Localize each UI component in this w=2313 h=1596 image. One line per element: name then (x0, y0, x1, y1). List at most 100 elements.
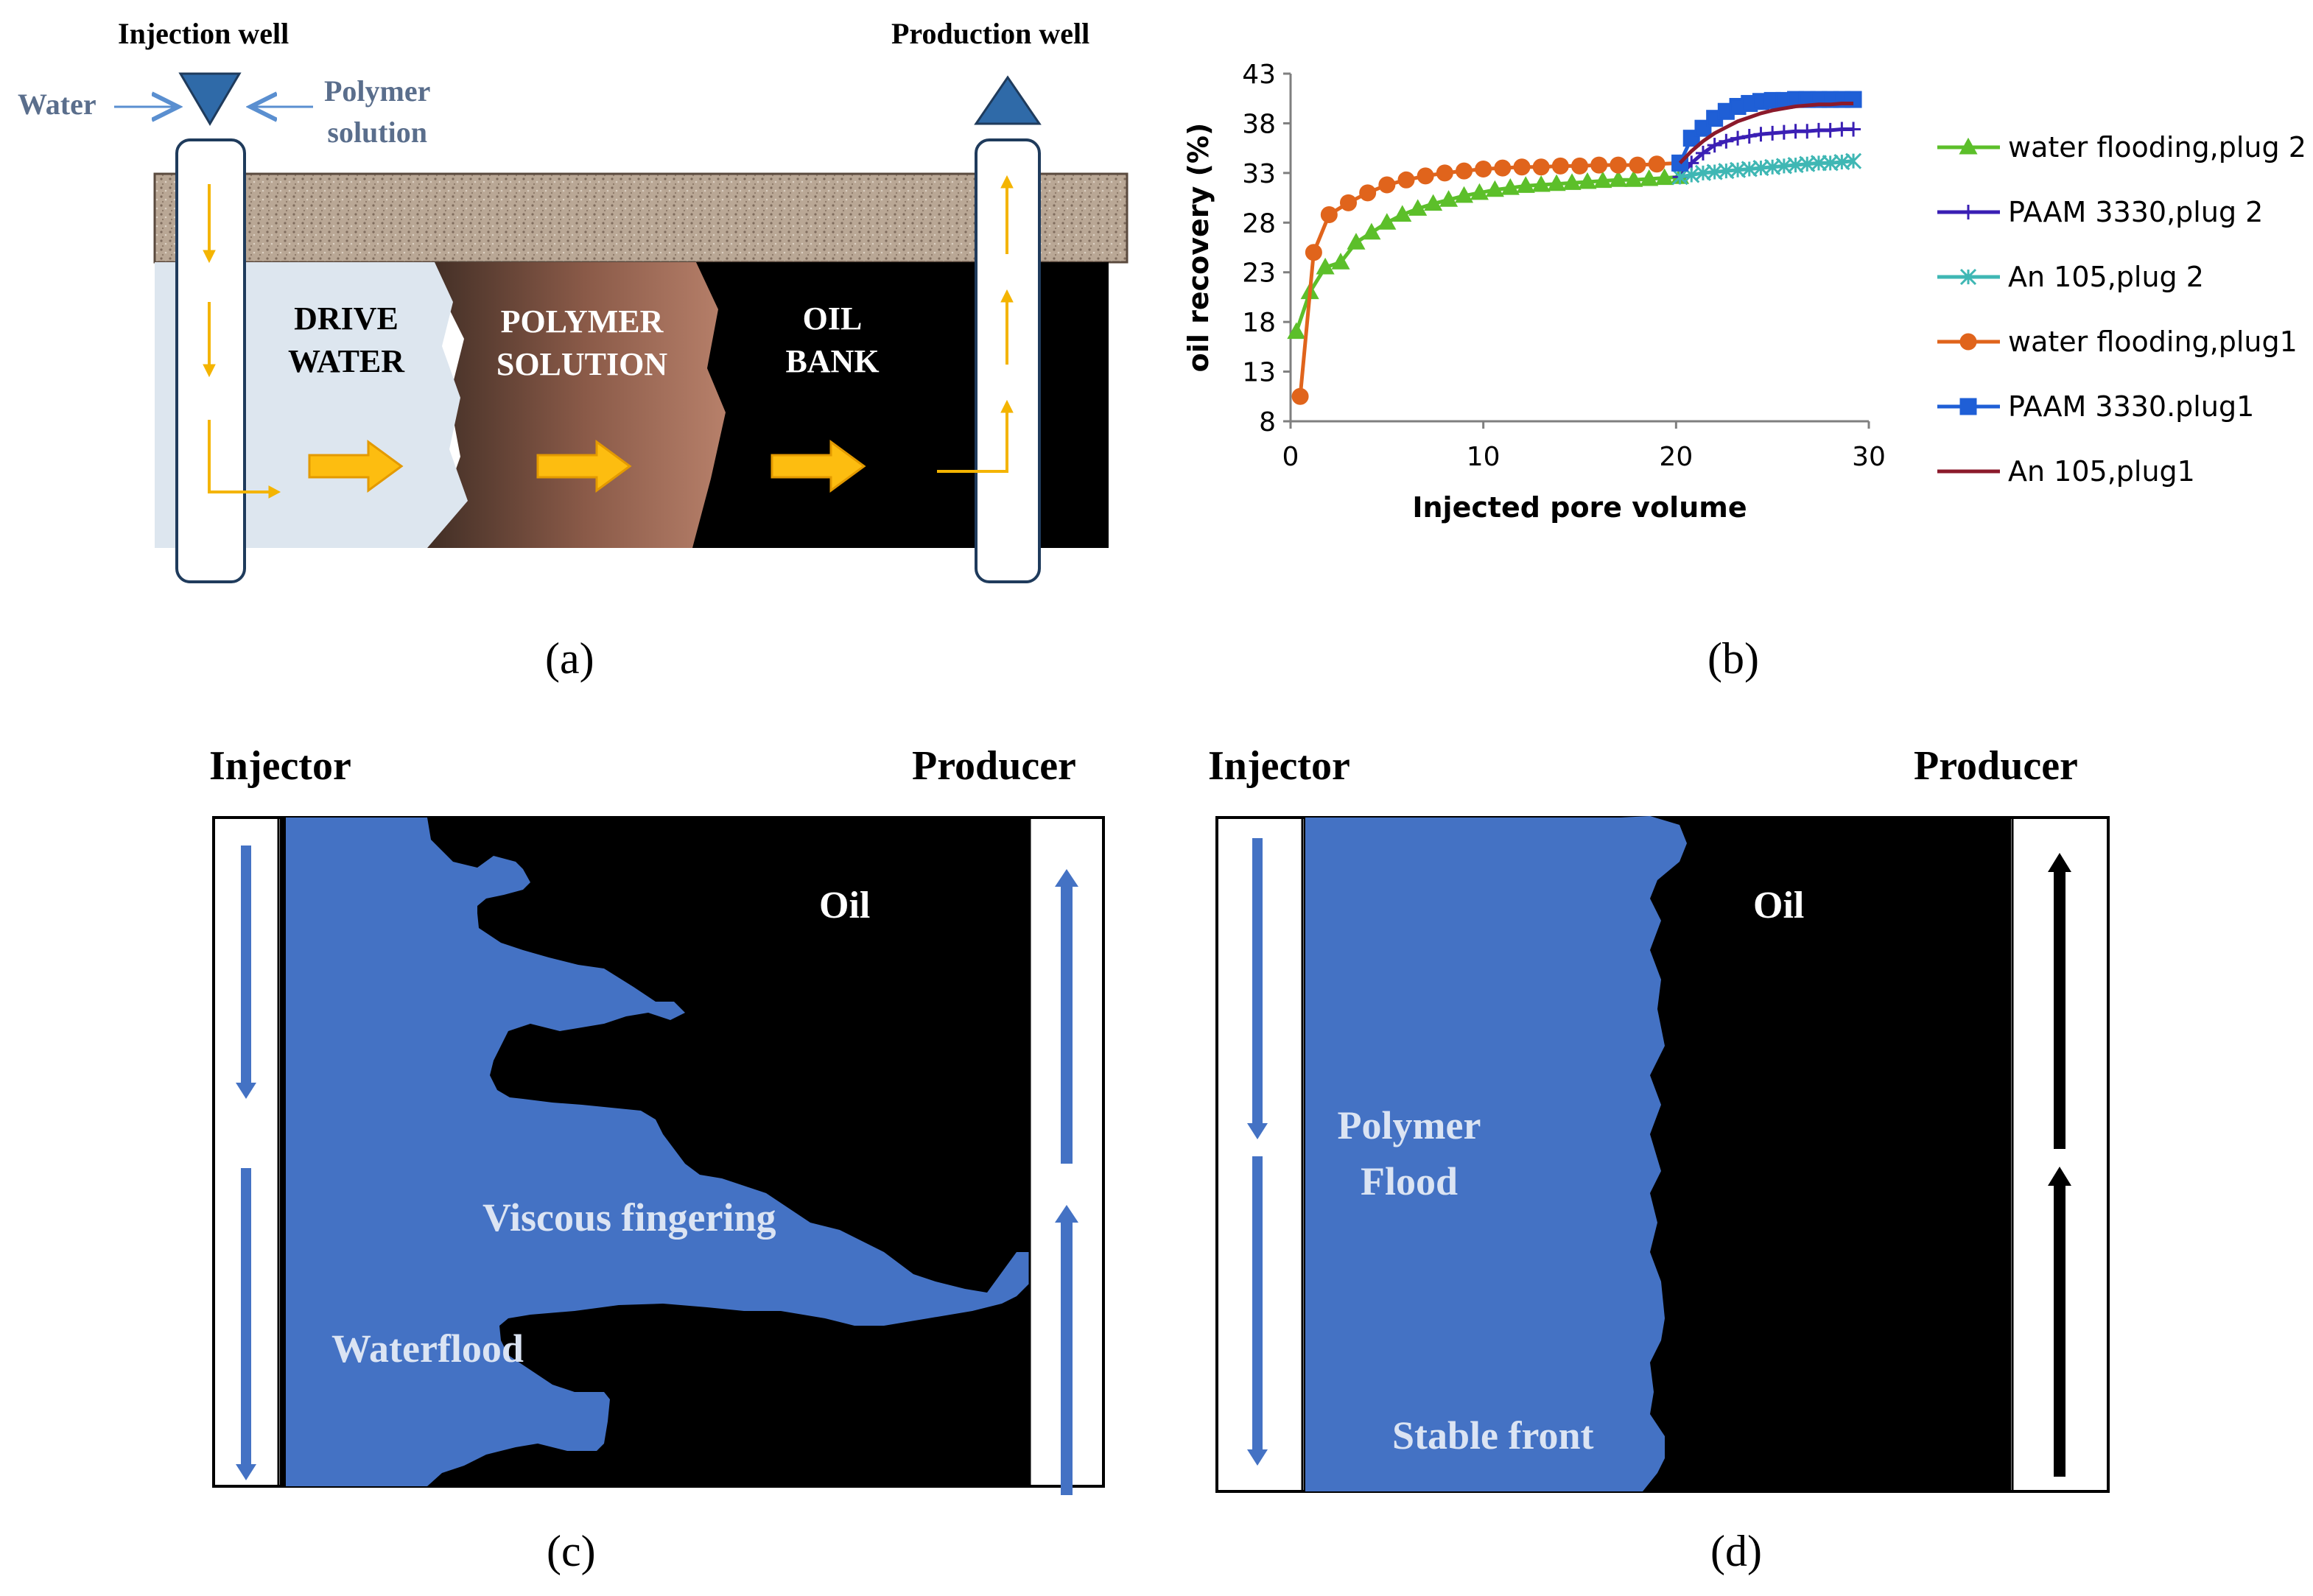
y-tick-label: 23 (1242, 259, 1276, 289)
y-tick-label: 33 (1242, 159, 1276, 189)
series-4-line (1298, 161, 1680, 397)
legend-label: An 105,plug 2 (2008, 261, 2204, 293)
y-tick-label: 43 (1242, 60, 1276, 90)
series-1-point (1562, 173, 1582, 190)
injector-down-arrows-d (1247, 838, 1268, 1466)
series-2-point (1741, 128, 1757, 144)
series-6-line (1678, 101, 1854, 165)
series-1-point (1439, 190, 1459, 207)
series-3-line (1680, 159, 1854, 179)
series-1-point (1316, 257, 1335, 275)
polymer-flood-label: Polymer Flood (1337, 1103, 1481, 1203)
polymer-flood-front (1305, 816, 1687, 1491)
legend-label: An 105,plug1 (2008, 455, 2195, 488)
chart-series-group (1287, 91, 1862, 405)
series-2-point (1707, 138, 1722, 153)
series-1-point (1393, 205, 1412, 222)
series-1-point (1501, 177, 1520, 195)
caption-d: (d) (1710, 1527, 1762, 1575)
polymer-zone (413, 262, 726, 548)
series-4-point (1590, 156, 1608, 174)
series-1-point (1578, 172, 1597, 189)
series-4-point (1417, 167, 1434, 185)
series-4-point (1456, 162, 1473, 180)
legend-item: PAAM 3330,plug 2 (1934, 190, 2263, 234)
oil-label-c: Oil (819, 885, 871, 927)
x-tick-label: 30 (1852, 442, 1886, 472)
y-tick-label: 8 (1259, 407, 1276, 437)
x-tick-label: 0 (1282, 442, 1299, 472)
x-tick-label: 20 (1659, 442, 1693, 472)
legend-marker (1959, 137, 1978, 155)
series-3-point (1810, 155, 1828, 172)
caption-a: (a) (545, 634, 594, 683)
flow-direction-arrows (308, 440, 866, 493)
injection-well-label: Injection well (118, 17, 289, 50)
legend-swatch (1937, 398, 2000, 415)
production-well-label: Production well (891, 17, 1090, 50)
series-4-point (1359, 184, 1377, 202)
series-4-point (1494, 159, 1512, 177)
y-tick-label: 13 (1242, 358, 1276, 388)
series-2-point (1730, 130, 1746, 146)
legend-swatch (1937, 137, 2000, 155)
series-4-point (1397, 171, 1415, 189)
legend-swatch (1937, 268, 2000, 286)
legend-item: water flooding,plug 2 (1934, 125, 2306, 169)
series-1-point (1377, 213, 1397, 230)
legend-label: water flooding,plug1 (2008, 326, 2298, 358)
series-1-point (1331, 253, 1350, 270)
legend-label: PAAM 3330.plug1 (2008, 390, 2255, 423)
polymer-solution-zone-label: POLYMER SOLUTION (496, 303, 668, 382)
legend-swatch (1937, 469, 2000, 474)
injector-label-c: Injector (209, 743, 351, 789)
viscous-finger-water (286, 818, 1031, 1486)
injection-well-triangle (178, 72, 242, 126)
series-4-point (1571, 157, 1588, 175)
waterflood-label: Waterflood (331, 1326, 524, 1371)
series-2-point (1846, 122, 1861, 137)
series-1-point (1640, 169, 1659, 186)
y-tick-label: 18 (1242, 308, 1276, 338)
caption-b: (b) (1707, 634, 1759, 683)
cap-rock (153, 172, 1129, 264)
polymer-solution-label: Polymer solution (324, 74, 431, 149)
series-2-point (1719, 133, 1734, 149)
injector-down-arrows-c (236, 846, 256, 1480)
series-1-point (1362, 222, 1381, 240)
caption-c: (c) (547, 1527, 596, 1575)
series-1-point (1624, 170, 1643, 187)
series-4-point (1305, 244, 1322, 261)
oil-label-d: Oil (1753, 885, 1805, 927)
legend-item: water flooding,plug1 (1934, 320, 2298, 364)
series-1-point (1547, 174, 1566, 191)
series-4-point (1648, 155, 1666, 173)
series-4-point (1513, 158, 1531, 176)
water-label: Water (18, 88, 96, 121)
panel-c-diagram (212, 816, 1105, 1495)
producer-up-arrows-c (1055, 869, 1078, 1495)
legend-label: PAAM 3330,plug 2 (2008, 196, 2264, 228)
injector-flow-arrows (203, 184, 281, 499)
producer-flow-arrows (937, 175, 1014, 473)
series-2-point (1695, 145, 1710, 161)
series-4-point (1340, 194, 1357, 211)
panel-d-diagram (1215, 816, 2110, 1493)
drive-water-label: DRIVE WATER (287, 300, 405, 379)
chart-legend: water flooding,plug 2 PAAM 3330,plug 2 An … (1934, 125, 2306, 508)
series-4-point (1378, 176, 1396, 194)
legend-swatch (1937, 205, 2000, 219)
legend-item: An 105,plug 2 (1934, 255, 2204, 299)
producer-label-d: Producer (1914, 743, 2078, 789)
y-tick-label: 38 (1242, 109, 1276, 139)
series-1-point (1347, 233, 1366, 250)
series-1-point (1470, 183, 1489, 200)
series-1-point (1516, 176, 1535, 193)
series-1-point (1609, 170, 1628, 187)
series-4-point (1475, 160, 1492, 177)
legend-marker (1959, 333, 1977, 351)
x-tick-label: 10 (1467, 442, 1501, 472)
oil-bank-label: OIL BANK (785, 300, 880, 379)
